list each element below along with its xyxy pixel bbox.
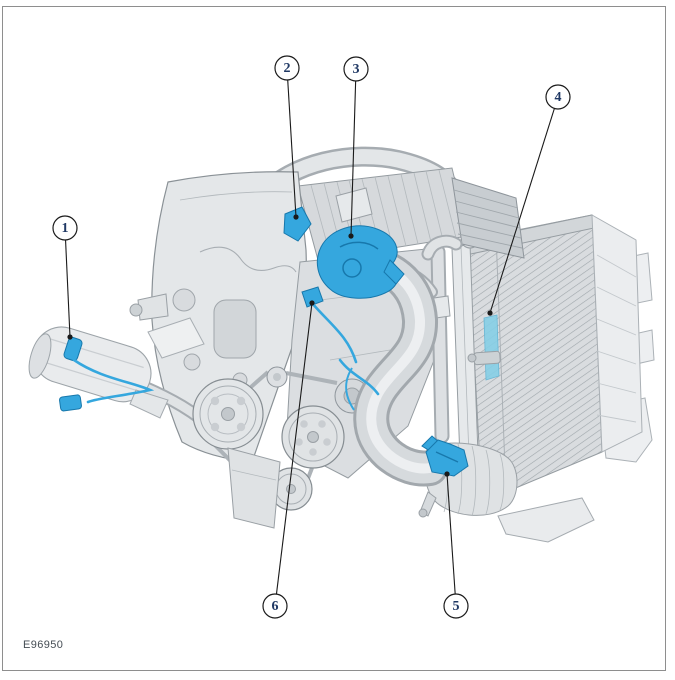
highlighted-part-4-radiator-sensor — [467, 314, 501, 381]
callout-number: 4 — [555, 90, 562, 105]
timing-cover — [129, 171, 307, 463]
callout-leader-line — [350, 68, 357, 237]
highlighted-part-5-hose-clamp — [421, 435, 469, 477]
figure-code: E96950 — [23, 639, 64, 651]
callout-3: 3 — [343, 56, 369, 239]
callout-leader-line — [286, 67, 297, 218]
callout-circle — [343, 56, 369, 82]
callout-circle — [443, 593, 469, 619]
callout-2: 2 — [274, 55, 300, 220]
callout-leader-line — [64, 227, 71, 338]
callout-dot — [293, 214, 299, 220]
callout-6: 6 — [262, 300, 315, 619]
callout-dot — [67, 334, 73, 340]
callout-1: 1 — [52, 215, 78, 340]
callout-circle — [274, 55, 300, 81]
highlighted-part-2-sensor — [283, 206, 312, 242]
callout-leader-line — [489, 96, 559, 314]
callout-number: 5 — [453, 599, 460, 614]
highlighted-part-6-wiring-clip — [301, 286, 380, 411]
pulleys-and-belt — [192, 366, 370, 511]
callout-leader-line — [274, 302, 313, 607]
highlighted-components — [59, 206, 501, 477]
callout-number: 6 — [272, 599, 279, 614]
callout-dot — [309, 300, 315, 306]
callout-leader-line — [446, 473, 457, 607]
callout-number: 3 — [353, 62, 360, 77]
callout-number: 1 — [62, 221, 69, 236]
oil-pan — [227, 447, 281, 529]
callout-4: 4 — [487, 84, 571, 316]
callout-layer: 1 2 3 4 5 6 — [52, 55, 571, 619]
callout-5: 5 — [443, 471, 469, 619]
callout-dot — [348, 233, 354, 239]
highlighted-part-1-oxygen-sensor — [59, 336, 155, 412]
callout-number: 2 — [284, 61, 291, 76]
catalytic-converter — [28, 317, 223, 439]
callout-dot — [487, 310, 493, 316]
callout-circle — [262, 593, 288, 619]
radiator-pack — [451, 214, 643, 513]
callout-circle — [545, 84, 571, 110]
highlighted-part-3-thermostat-housing — [316, 225, 405, 299]
callout-dot — [444, 471, 450, 477]
callout-circle — [52, 215, 78, 241]
